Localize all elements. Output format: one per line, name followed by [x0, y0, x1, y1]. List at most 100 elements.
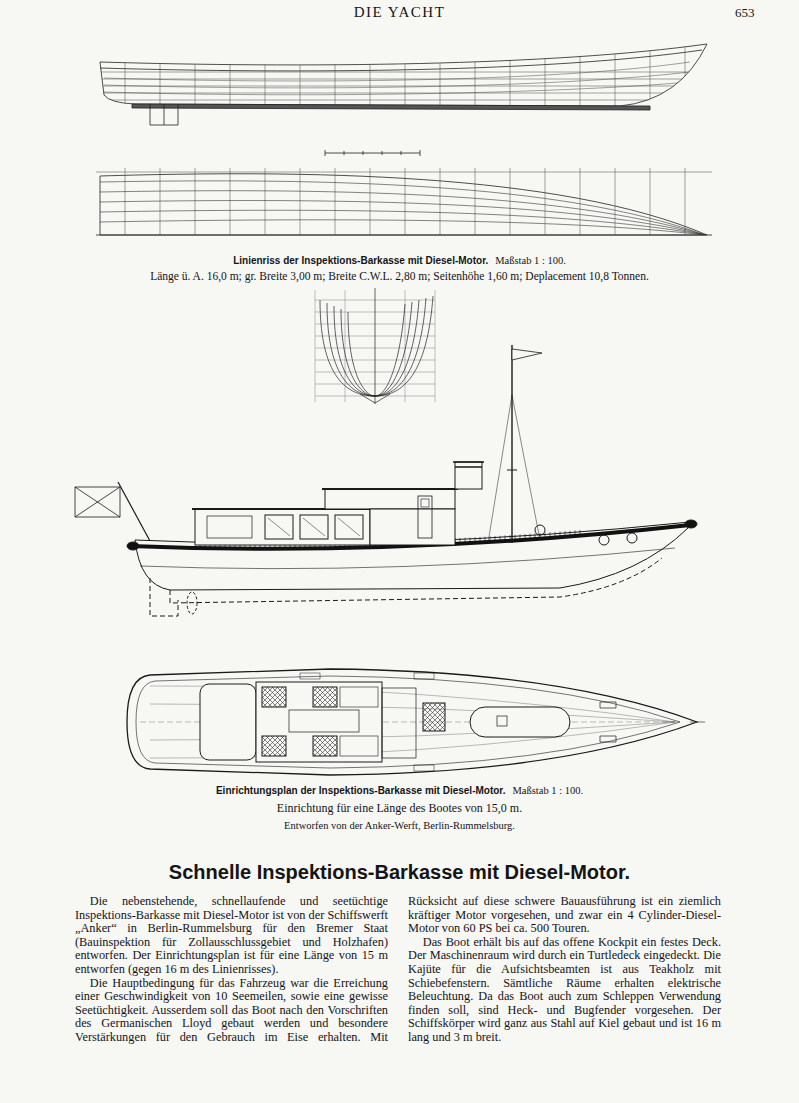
lines-plan-profile-part-part [685, 40, 686, 110]
body-paragraph: Das Boot erhält bis auf das offene Kockp… [408, 936, 721, 1045]
lines-plan-profile-part-part [95, 100, 712, 101]
side-elevation-part [421, 499, 429, 507]
lines-plan-profile-part [95, 40, 712, 110]
body-plan-part-part [320, 300, 375, 396]
lines-plan-profile-part-part [95, 86, 712, 87]
article-title: Schnelle Inspektions-Barkasse mit Diesel… [0, 861, 799, 884]
page-number: 653 [735, 5, 785, 21]
deck-plan-part [340, 687, 378, 707]
lines-plan-half-breadth-part [100, 181, 705, 235]
lines-plan-profile-part-part [300, 40, 301, 110]
lines-plan-profile-part-part [370, 40, 371, 110]
deck-plan-part [136, 676, 680, 768]
lines-plan-half-breadth-part-part [440, 168, 441, 235]
body-paragraph: Die nebenstehende, schnellaufende und se… [75, 895, 388, 977]
running-head: DIE YACHT [0, 4, 799, 21]
figure-caption: Einrichtungsplan der Inspektions-Barkass… [216, 785, 506, 796]
lines-plan-profile [95, 40, 712, 125]
body-plan-part-part [315, 290, 316, 402]
scale-note: Maßstab 1 : 100. [512, 785, 583, 796]
lines-plan-profile-part-part [104, 82, 690, 95]
deck-plan-part [262, 687, 286, 707]
lines-plan-half-breadth-part-part [160, 168, 161, 235]
caption-line: Einrichtungsplan der Inspektions-Barkass… [0, 785, 799, 796]
body-plan-part-part [375, 296, 433, 396]
deck-plan-part [414, 765, 434, 771]
side-elevation-part [599, 535, 609, 545]
lines-plan-half-breadth-part-part [100, 210, 705, 235]
deck-plan-part [470, 707, 570, 737]
body-plan-part-part [375, 298, 426, 396]
side-elevation-part [325, 489, 455, 509]
side-elevation-part [488, 395, 540, 543]
side-elevation-part [150, 578, 178, 616]
lines-plan-half-breadth-part-part [195, 168, 196, 235]
side-elevation-part [535, 525, 545, 535]
lines-plan-profile-part-part [440, 40, 441, 110]
deck-plan-part [690, 722, 705, 723]
side-elevation-part [140, 548, 675, 569]
lines-plan-half-breadth-part-part [475, 168, 476, 235]
side-elevation-part [455, 462, 482, 489]
body-plan [315, 288, 435, 404]
side-elevation [75, 345, 697, 616]
lines-plan-profile-part [164, 104, 165, 125]
body-plan-part-part [327, 303, 375, 396]
side-elevation-part [127, 542, 139, 550]
side-elevation-part [418, 496, 432, 538]
lines-plan-half-breadth-part-part [370, 168, 371, 235]
scale-bar-part [325, 150, 420, 156]
lines-plan-half-breadth-part-part [265, 168, 266, 235]
deck-plan-part [313, 736, 337, 756]
side-elevation-part [453, 462, 484, 467]
deck-plan-part [414, 673, 434, 679]
body-plan-part [320, 296, 433, 396]
lines-plan-profile-part-part [230, 40, 231, 110]
side-elevation-part [685, 520, 697, 528]
lines-plan-half-breadth-part-part [100, 220, 705, 235]
lines-plan-profile-part-part [160, 40, 161, 110]
side-elevation-part [507, 470, 517, 471]
body-plan-part-part [435, 290, 436, 402]
deck-plan-part [340, 736, 378, 756]
lines-plan-half-breadth-part [96, 168, 712, 235]
deck-plan-part [289, 710, 359, 732]
body-plan-part-part [348, 312, 375, 396]
scale-bar [325, 150, 420, 156]
lines-plan-half-breadth [96, 168, 712, 235]
lines-plan-half-breadth-part-part [650, 168, 651, 235]
lines-plan-half-breadth-part [96, 235, 712, 236]
lines-plan-half-breadth-part-part [96, 172, 712, 173]
article-body: Die nebenstehende, schnellaufende und se… [75, 895, 721, 1045]
lines-plan-profile-part-part [265, 40, 266, 110]
lines-plan-half-breadth-part [100, 174, 707, 235]
lines-plan-profile-part [150, 104, 178, 125]
lines-plan-half-breadth-part-part [615, 168, 616, 235]
lines-plan-profile-part-part [650, 40, 651, 110]
body-plan-part [375, 288, 376, 404]
lines-plan-profile-part-part [195, 40, 196, 110]
caption-line: Einrichtung für eine Länge des Bootes vo… [0, 801, 799, 816]
deck-plan-part [262, 736, 286, 756]
lines-plan-profile-part-part [335, 40, 336, 110]
side-elevation-part [75, 487, 120, 517]
lines-plan-half-breadth-part-part [100, 191, 705, 235]
side-elevation-part [322, 488, 458, 490]
lines-plan-half-breadth-part-part [545, 168, 546, 235]
lines-plan-half-breadth-part-part [100, 201, 705, 235]
side-elevation-part [512, 349, 542, 360]
deck-plan-part [600, 702, 616, 742]
body-plan-part-part [375, 300, 419, 396]
lines-plan-profile-part [100, 44, 707, 106]
lines-plan-profile-part [132, 104, 650, 110]
side-elevation-part [370, 509, 455, 545]
scale-bar-part [325, 153, 420, 154]
caption-line: Linienriss der Inspektions-Barkasse mit … [0, 255, 799, 266]
side-elevation-part [207, 516, 252, 538]
lines-plan-profile-part-part [580, 40, 581, 110]
lines-plan-profile-part-part [95, 93, 712, 94]
lines-plan-profile-part-part [615, 40, 616, 110]
side-elevation-part [511, 345, 512, 543]
deck-plan-part [256, 682, 382, 762]
